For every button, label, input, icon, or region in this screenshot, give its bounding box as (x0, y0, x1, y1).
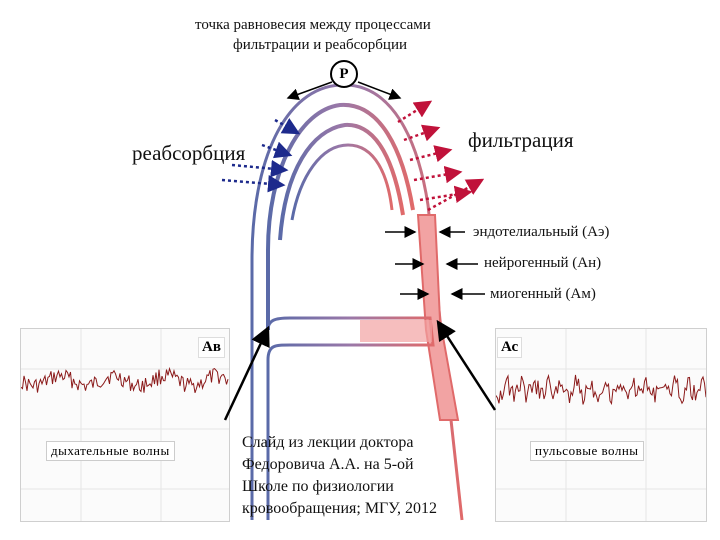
title-line-2: фильтрации и реабсорбции (233, 37, 408, 53)
neurogenic-label: нейрогенный (Ан) (484, 255, 602, 271)
reabsorption-label: реабсорбция (132, 141, 246, 165)
respiratory-waves-panel (20, 328, 230, 522)
filtration-arrow (403, 124, 441, 142)
respiratory-grid (21, 329, 229, 521)
myogenic-label: миогенный (Ам) (490, 286, 596, 302)
panel-tag-av: Ав (198, 337, 225, 358)
arterial-pointer-line (436, 319, 497, 411)
credit-line-1: Слайд из лекции доктора (242, 434, 414, 451)
filtration-arrows (397, 100, 485, 212)
endothelial-label: эндотелиальный (Аэ) (473, 224, 610, 240)
reabsorption-arrows (221, 118, 301, 193)
filtration-arrow (397, 100, 433, 124)
credit-line-4: кровообращения; МГУ, 2012 (242, 500, 438, 517)
filtration-label: фильтрация (468, 128, 574, 152)
filtration-arrow (427, 178, 485, 212)
inner-capillary-line-1 (266, 102, 415, 330)
reabsorption-arrow (261, 141, 293, 159)
credit-line-2: Федоровича А.А. на 5-ой (242, 456, 414, 473)
title-line-1: точка равновесия между процессами (195, 17, 431, 33)
inner-capillary-line-3 (290, 143, 394, 221)
credit-line-3: Школе по физиологии (242, 478, 394, 495)
pulse-waves-panel (495, 328, 707, 522)
filtration-arrow (409, 145, 453, 163)
filtration-arrow (419, 185, 473, 204)
respiratory-waves-caption: дыхательные волны (46, 441, 175, 461)
pulse-wave-plot (496, 329, 706, 521)
panel-tag-ac: Ас (497, 337, 523, 358)
p-equilibrium-marker: Р (330, 60, 358, 88)
p-arrow-left (286, 81, 333, 101)
venous-pointer-line (223, 325, 270, 421)
reabsorption-arrow (274, 118, 301, 135)
pulse-waves-caption: пульсовые волны (530, 441, 644, 461)
pulse-wave-trace (496, 373, 706, 406)
p-arrow-right (357, 81, 402, 100)
filtration-arrow (413, 165, 463, 184)
reabsorption-arrow (231, 159, 289, 178)
inner-capillary-line-2 (278, 122, 405, 241)
shunt-vessel (266, 316, 435, 520)
reabsorption-arrow (221, 175, 286, 193)
shunt-arterial-segment (360, 320, 432, 342)
respiratory-wave-plot (21, 329, 229, 521)
respiratory-wave-trace (21, 366, 229, 393)
pulse-grid (496, 329, 706, 521)
